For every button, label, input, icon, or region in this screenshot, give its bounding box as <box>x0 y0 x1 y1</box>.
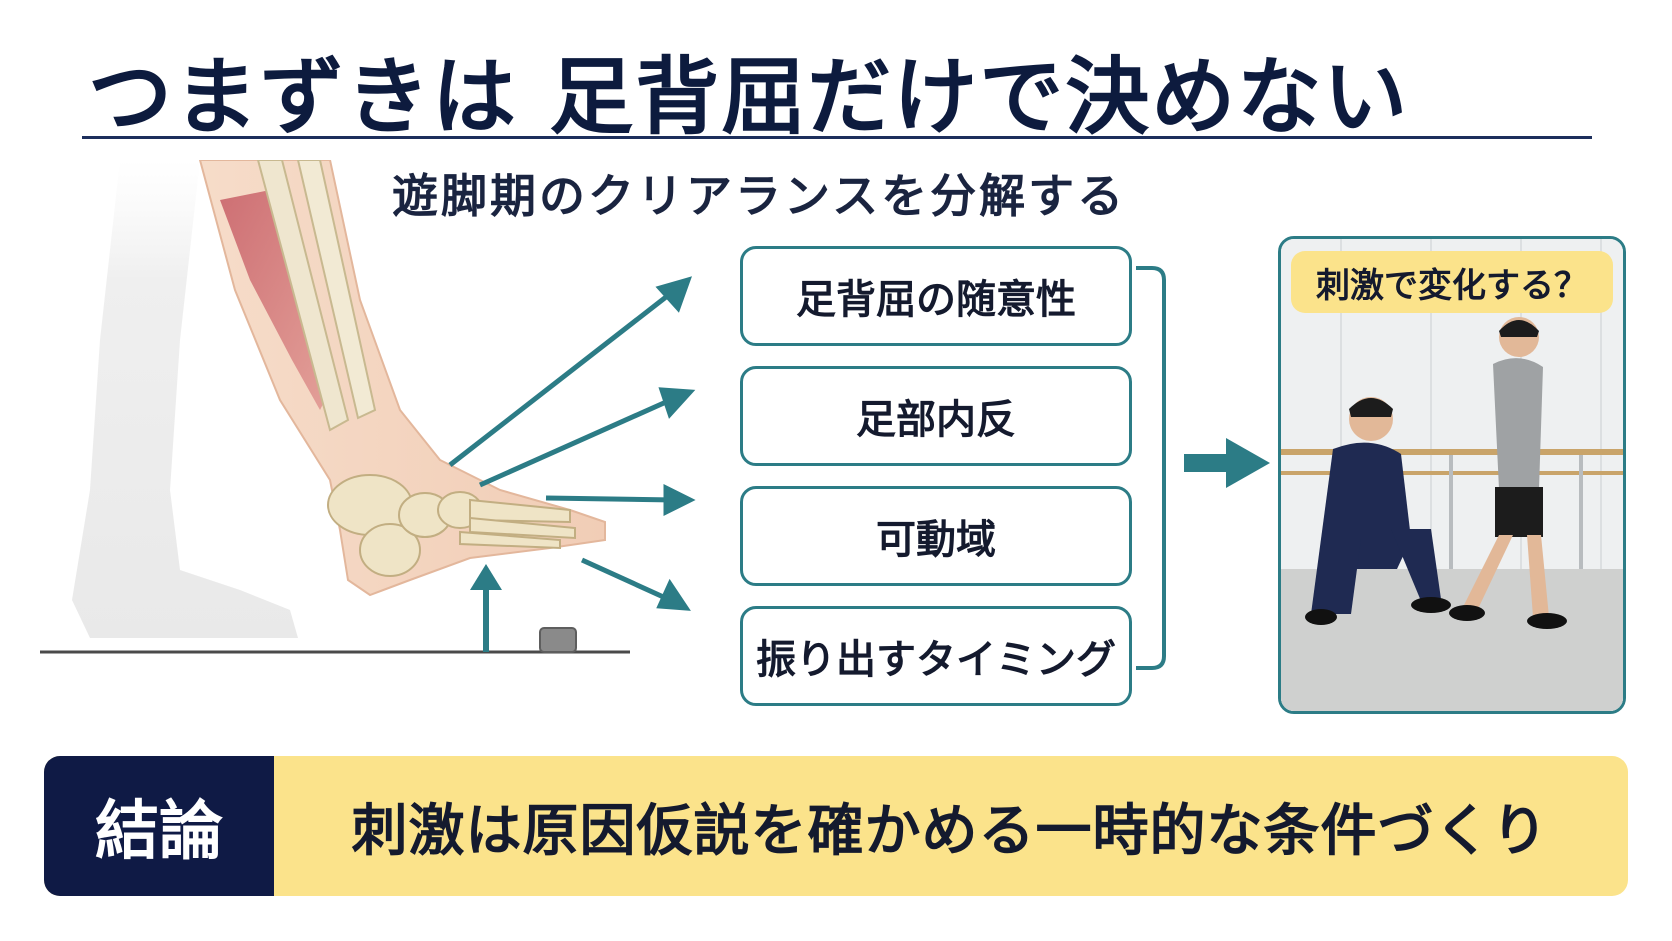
foot-bones <box>327 474 576 577</box>
factor-box-range-of-motion: 可動域 <box>740 486 1132 586</box>
result-arrow-head <box>1226 438 1270 488</box>
clearance-arrow-head <box>470 564 502 590</box>
title-divider <box>82 136 1592 139</box>
result-arrow-shaft <box>1184 454 1228 472</box>
conclusion-tag: 結論 <box>44 756 274 896</box>
factor-box-foot-inversion: 足部内反 <box>740 366 1132 466</box>
leg-foot-illustration <box>40 160 696 654</box>
factor-box-dorsiflexion-voluntary: 足背屈の随意性 <box>740 246 1132 346</box>
factor-box-swing-timing: 振り出すタイミング <box>740 606 1132 706</box>
therapist-figure <box>1305 397 1451 625</box>
ghost-leg-shape <box>72 160 298 638</box>
patient-figure <box>1449 317 1567 629</box>
conclusion-text: 刺激は原因仮説を確かめる一時的な条件づくり <box>351 798 1549 864</box>
calf-muscle <box>220 190 330 410</box>
gait-observation-photo <box>1281 239 1623 711</box>
stimulus-photo-card: 刺激で変化する？ <box>1278 236 1626 714</box>
fibula-bone <box>296 160 377 420</box>
obstacle-block <box>539 627 577 653</box>
conclusion-banner <box>44 756 1628 896</box>
page-subtitle: 遊脚期のクリアランスを分解する <box>392 169 1127 223</box>
factor-arrows <box>448 276 696 611</box>
tibia-bone <box>256 160 350 432</box>
grouping-bracket <box>1136 266 1270 670</box>
stimulus-question-label: 刺激で変化する？ <box>1291 251 1613 313</box>
page-title: つまずきは 足背屈だけで決めない <box>88 48 1410 146</box>
